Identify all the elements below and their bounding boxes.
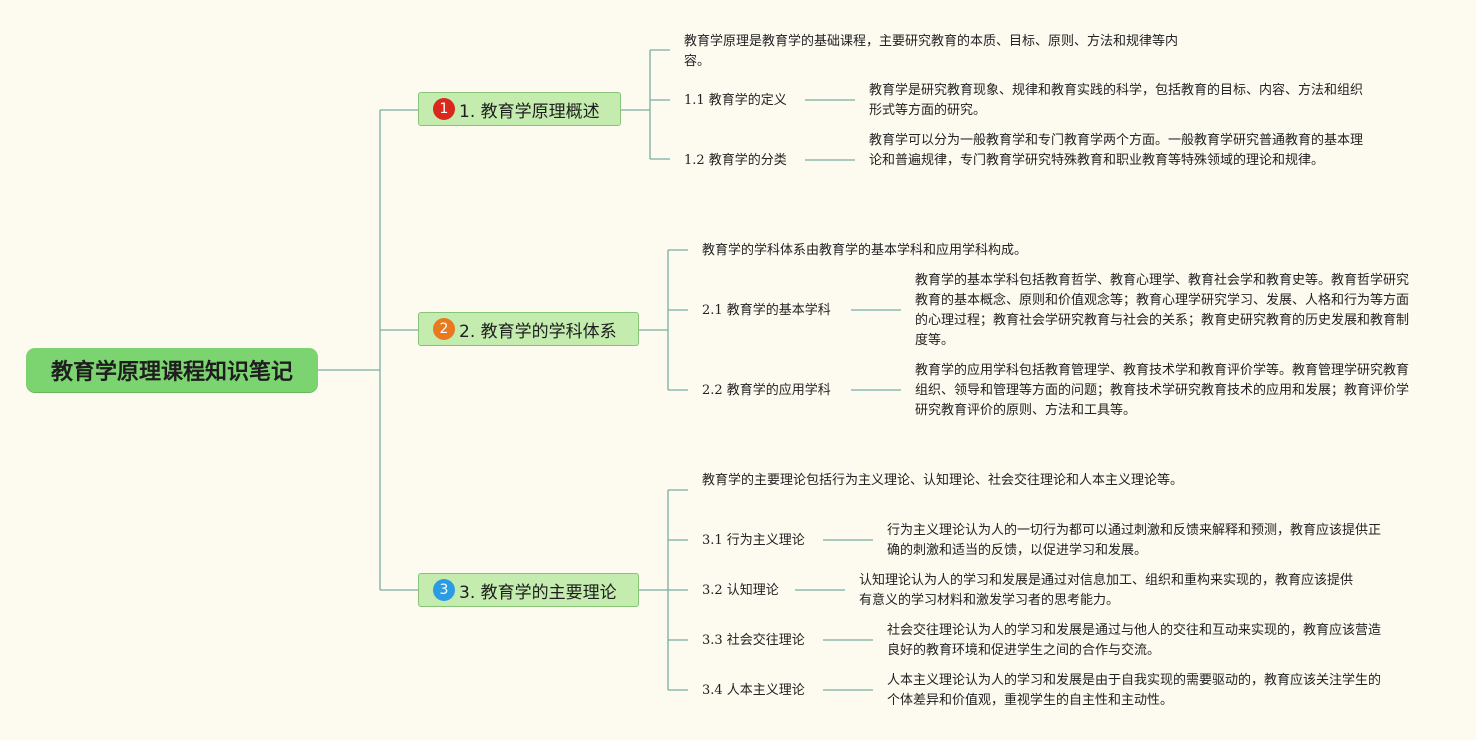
branch-3-child-4-detail: 人本主义理论认为人的学习和发展是由于自我实现的需要驱动的，教育应该关注学生的个体… xyxy=(887,673,1382,708)
branch-1-topic[interactable]: 1 1. 教育学原理概述 xyxy=(418,92,621,126)
number-3-blue-circle-icon: 3 xyxy=(433,579,455,601)
branch-1-child-1-label[interactable]: 1.1 教育学的定义 xyxy=(684,93,787,108)
branch-3-child-3-label[interactable]: 3.3 社会交往理论 xyxy=(702,633,805,648)
branch-2-topic[interactable]: 2 2. 教育学的学科体系 xyxy=(418,312,639,346)
branch-2-summary: 教育学的学科体系由教育学的基本学科和应用学科构成。 xyxy=(702,243,1028,258)
branch-2-child-2-detail: 教育学的应用学科包括教育管理学、教育技术学和教育评价学等。教育管理学研究教育组织… xyxy=(915,363,1410,418)
branch-3-title: 3. 教育学的主要理论 xyxy=(459,582,617,603)
branch-3-child-3-detail: 社会交往理论认为人的学习和发展是通过与他人的交往和互动来实现的，教育应该营造良好… xyxy=(887,623,1382,658)
branch-1-child-2-label[interactable]: 1.2 教育学的分类 xyxy=(684,153,787,168)
branch-1-summary: 教育学原理是教育学的基础课程，主要研究教育的本质、目标、原则、方法和规律等内容。 xyxy=(684,34,1179,69)
branch-3-child-4-label[interactable]: 3.4 人本主义理论 xyxy=(702,683,805,698)
branch-1-child-1-detail: 教育学是研究教育现象、规律和教育实践的科学，包括教育的目标、内容、方法和组织形式… xyxy=(869,83,1364,118)
number-2-orange-circle-icon: 2 xyxy=(433,318,455,340)
branch-3-summary: 教育学的主要理论包括行为主义理论、认知理论、社会交往理论和人本主义理论等。 xyxy=(702,473,1184,488)
branch-2-child-2-label[interactable]: 2.2 教育学的应用学科 xyxy=(702,383,831,398)
branch-3-topic[interactable]: 3 3. 教育学的主要理论 xyxy=(418,573,639,607)
root-topic[interactable]: 教育学原理课程知识笔记 xyxy=(26,348,318,392)
branch-1-title: 1. 教育学原理概述 xyxy=(459,101,600,122)
branch-2-title: 2. 教育学的学科体系 xyxy=(459,321,617,342)
branch-3-child-1-detail: 行为主义理论认为人的一切行为都可以通过刺激和反馈来解释和预测，教育应该提供正确的… xyxy=(887,523,1382,558)
number-1-red-circle-icon: 1 xyxy=(433,98,455,120)
branch-3-child-2-detail: 认知理论认为人的学习和发展是通过对信息加工、组织和重构来实现的，教育应该提供有意… xyxy=(859,573,1354,608)
branch-2-child-1-detail: 教育学的基本学科包括教育哲学、教育心理学、教育社会学和教育史等。教育哲学研究教育… xyxy=(915,273,1410,348)
branch-1-child-2-detail: 教育学可以分为一般教育学和专门教育学两个方面。一般教育学研究普通教育的基本理论和… xyxy=(869,133,1364,168)
branch-3-child-2-label[interactable]: 3.2 认知理论 xyxy=(702,583,779,598)
branch-2-child-1-label[interactable]: 2.1 教育学的基本学科 xyxy=(702,303,831,318)
branch-3-child-1-label[interactable]: 3.1 行为主义理论 xyxy=(702,533,805,548)
